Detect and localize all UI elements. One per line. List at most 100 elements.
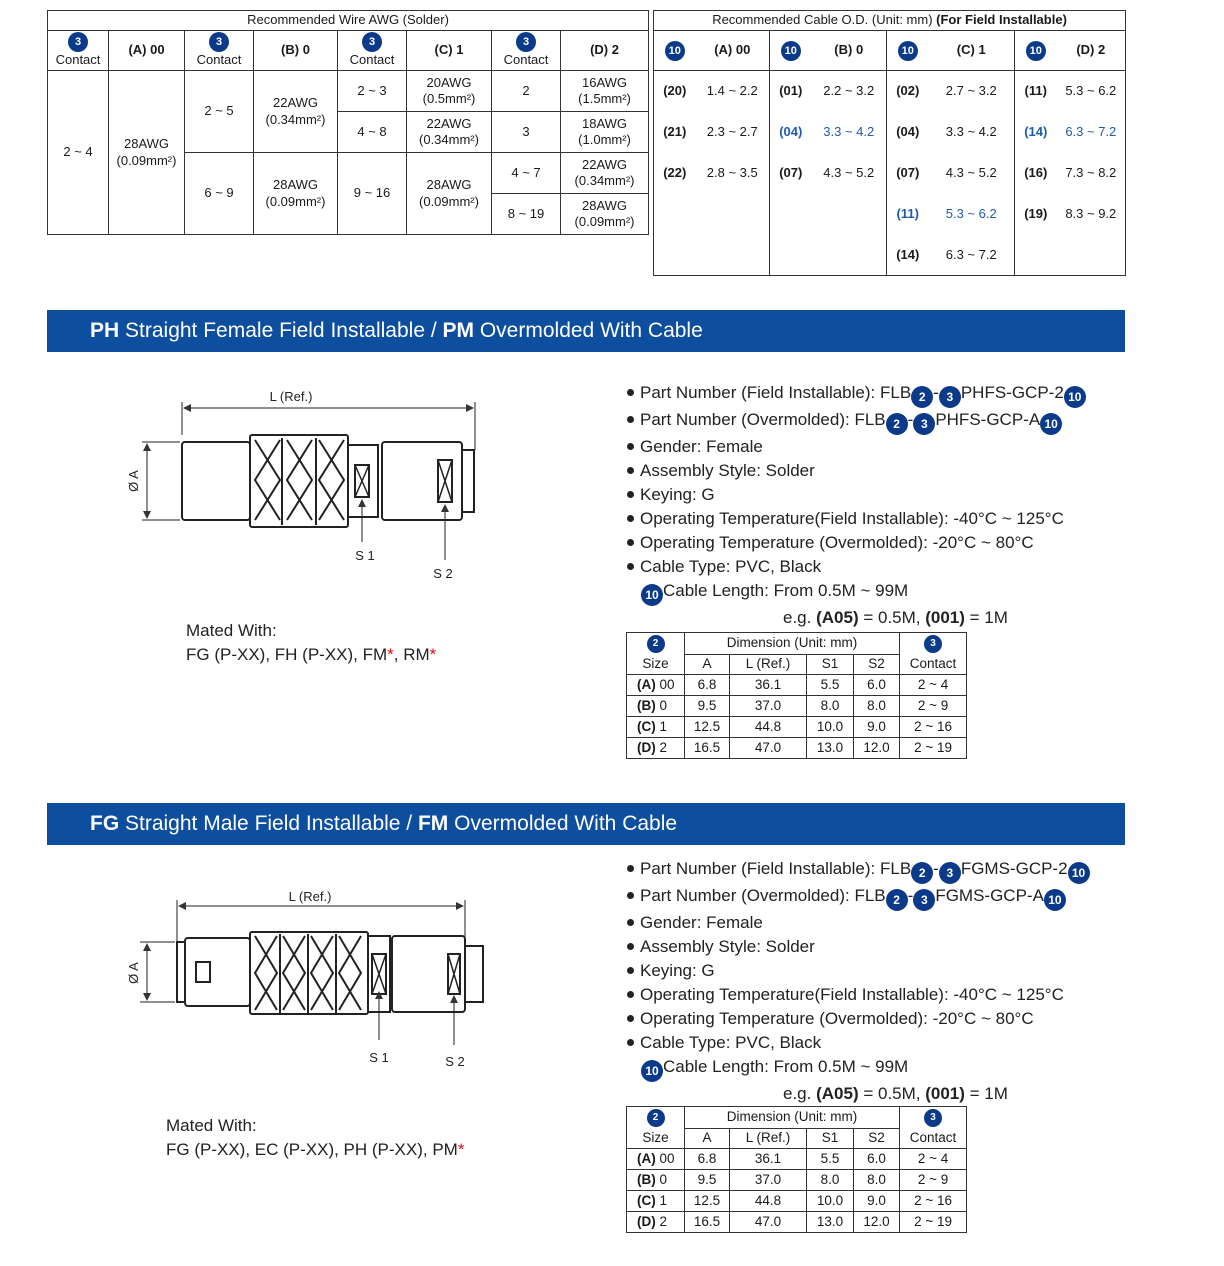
od-header-badge: 10 (1014, 30, 1057, 71)
dim-header: L (Ref.) (729, 1128, 807, 1149)
od-range-cell: 8.3 ~ 9.2 (1056, 193, 1127, 235)
dim-size-cell: (D) 2 (626, 737, 685, 759)
od-code-cell (769, 234, 812, 276)
dim-contact-cell: 2 ~ 19 (899, 737, 968, 759)
circled-number-icon: 2 (646, 635, 665, 654)
dimension-group-header: Dimension (Unit: mm) (683, 1106, 901, 1129)
awg-cell: 28AWG(0.09mm²) (253, 152, 338, 235)
spec-temp-field: Operating Temperature(Field Installable)… (625, 983, 1090, 1007)
spec-keying: Keying: G (625, 483, 1086, 507)
awg-cell: 8 ~ 19 (491, 193, 561, 235)
circled-number-icon: 10 (1067, 862, 1090, 884)
dim-header: S1 (806, 1128, 854, 1149)
section-banner-ph: PH Straight Female Field Installable / P… (47, 310, 1125, 352)
dim-value-cell: 12.0 (852, 737, 901, 759)
od-code-cell: (19) (1014, 193, 1057, 235)
od-range-cell: 6.3 ~ 7.2 (1056, 111, 1127, 153)
od-code-cell: (21) (653, 111, 696, 153)
dim-value-cell: 8.0 (852, 695, 901, 717)
cable-od-table: Recommended Cable O.D. (Unit: mm) (For F… (652, 10, 1127, 276)
awg-cell: 28AWG(0.09mm²) (108, 70, 185, 235)
od-code-cell: (07) (886, 152, 929, 194)
awg-size-header: (D) 2 (559, 30, 650, 71)
od-range-cell: 2.8 ~ 3.5 (695, 152, 770, 194)
dim-value-cell: 12.0 (852, 1211, 901, 1233)
dim-value-cell: 6.8 (684, 1148, 730, 1170)
circled-number-icon: 3 (516, 32, 536, 53)
od-code-cell (653, 234, 696, 276)
dim-contact-cell: 2 ~ 9 (899, 695, 968, 717)
mated-with-fg: Mated With: FG (P-XX), EC (P-XX), PH (P-… (166, 1116, 465, 1159)
awg-cell: 6 ~ 9 (184, 152, 254, 235)
circled-number-icon: 10 (664, 40, 685, 61)
dim-size-cell: (C) 1 (626, 1190, 685, 1212)
awg-size-header: (C) 1 (406, 30, 492, 71)
dim-contact-cell: 2 ~ 16 (899, 716, 968, 738)
circled-number-icon: 10 (641, 1060, 663, 1082)
circled-number-icon: 3 (924, 1109, 943, 1128)
circled-number-icon: 10 (1043, 889, 1066, 911)
spec-assembly: Assembly Style: Solder (625, 459, 1086, 483)
dim-size-cell: (B) 0 (626, 695, 685, 717)
awg-cell: 22AWG(0.34mm²) (559, 152, 650, 194)
dim-value-cell: 6.0 (852, 1148, 901, 1170)
s2-label: S 2 (445, 1054, 465, 1069)
spec-gender: Gender: Female (625, 435, 1086, 459)
dim-header: Contact (899, 654, 968, 675)
awg-cell: 20AWG(0.5mm²) (406, 70, 492, 112)
spec-keying: Keying: G (625, 959, 1090, 983)
dim-value-cell: 6.8 (684, 674, 730, 696)
od-code-cell: (01) (769, 70, 812, 112)
od-size-header: (C) 1 (928, 30, 1015, 71)
ph-connector-drawing: L (Ref.) Ø A S 1 S 2 (126, 389, 476, 581)
awg-cell: 28AWG(0.09mm²) (559, 193, 650, 235)
dim-value-cell: 13.0 (806, 1211, 854, 1233)
dim-value-cell: 8.0 (852, 1169, 901, 1191)
contact-badge-cell: 3 (899, 632, 968, 655)
awg-cell: 22AWG(0.34mm²) (253, 70, 338, 153)
circled-number-icon: 10 (1063, 386, 1086, 408)
od-code-cell (1014, 234, 1057, 276)
dim-value-cell: 9.0 (852, 716, 901, 738)
od-size-header: (B) 0 (811, 30, 887, 71)
spec-temp-over: Operating Temperature (Overmolded): -20°… (625, 1007, 1090, 1031)
od-header-badge: 10 (769, 30, 812, 71)
awg-cell: 28AWG(0.09mm²) (406, 152, 492, 235)
dim-header: Size (626, 1128, 685, 1149)
spec-assembly: Assembly Style: Solder (625, 935, 1090, 959)
od-header-badge: 10 (886, 30, 929, 71)
od-header-badge: 10 (653, 30, 696, 71)
circled-number-icon: 3 (938, 862, 961, 884)
dimension-group-header: Dimension (Unit: mm) (683, 632, 901, 655)
od-code-cell: (14) (886, 234, 929, 276)
od-range-cell: 5.3 ~ 6.2 (1056, 70, 1127, 112)
awg-cell: 4 ~ 8 (337, 111, 407, 153)
od-range-cell: 6.3 ~ 7.2 (928, 234, 1015, 276)
dim-value-cell: 16.5 (684, 737, 730, 759)
od-code-cell: (02) (886, 70, 929, 112)
dim-value-cell: 47.0 (729, 1211, 807, 1233)
dim-value-cell: 9.0 (852, 1190, 901, 1212)
od-code-cell: (04) (886, 111, 929, 153)
circled-number-icon: 3 (68, 32, 88, 53)
od-range-cell: 3.3 ~ 4.2 (928, 111, 1015, 153)
spec-cable-type: Cable Type: PVC, Black (625, 555, 1086, 579)
circled-number-icon: 3 (924, 635, 943, 654)
awg-cell: 3 (491, 111, 561, 153)
length-label: L (Ref.) (289, 889, 332, 904)
dim-size-cell: (A) 00 (626, 1148, 685, 1170)
od-range-cell: 3.3 ~ 4.2 (811, 111, 887, 153)
dim-value-cell: 12.5 (684, 1190, 730, 1212)
dim-header: A (684, 654, 730, 675)
dim-value-cell: 5.5 (806, 1148, 854, 1170)
dim-header: L (Ref.) (729, 654, 807, 675)
awg-cell: 2 ~ 3 (337, 70, 407, 112)
dim-contact-cell: 2 ~ 16 (899, 1190, 968, 1212)
spec-gender: Gender: Female (625, 911, 1090, 935)
